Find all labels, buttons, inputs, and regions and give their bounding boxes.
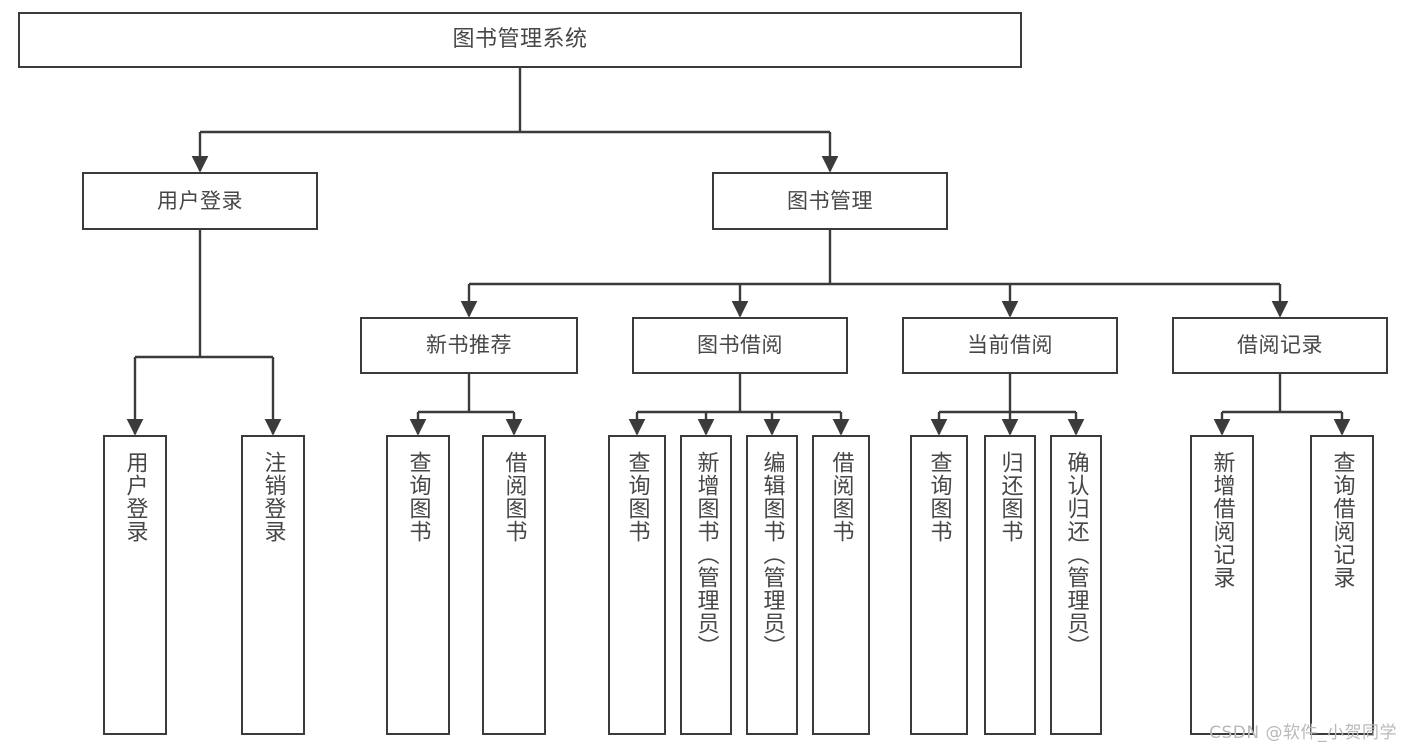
node-l-queryrec[interactable]: 查询借阅记录 bbox=[1310, 435, 1374, 735]
node-label: 注销登录 bbox=[260, 451, 286, 543]
node-label: 新增图书（管理员） bbox=[693, 451, 719, 658]
node-label: 图书管理 bbox=[787, 188, 873, 213]
node-label: 借阅图书 bbox=[501, 451, 527, 543]
node-label: 用户登录 bbox=[122, 451, 148, 543]
node-l-logout[interactable]: 注销登录 bbox=[241, 435, 305, 735]
node-label: 用户登录 bbox=[157, 188, 243, 213]
node-n-books[interactable]: 图书管理 bbox=[712, 172, 948, 230]
node-l-borrow2[interactable]: 借阅图书 bbox=[812, 435, 870, 735]
node-n-borrow[interactable]: 图书借阅 bbox=[632, 317, 848, 374]
node-l-query1[interactable]: 查询图书 bbox=[386, 435, 450, 735]
node-l-addrec[interactable]: 新增借阅记录 bbox=[1190, 435, 1254, 735]
node-n-newrec[interactable]: 新书推荐 bbox=[360, 317, 578, 374]
node-l-query2[interactable]: 查询图书 bbox=[608, 435, 666, 735]
node-label: 借阅图书 bbox=[828, 451, 854, 543]
node-label: 编辑图书（管理员） bbox=[759, 451, 785, 658]
node-n-current[interactable]: 当前借阅 bbox=[902, 317, 1118, 374]
node-l-confirm[interactable]: 确认归还（管理员） bbox=[1050, 435, 1102, 735]
node-label: 查询借阅记录 bbox=[1329, 451, 1355, 589]
node-label: 新书推荐 bbox=[426, 333, 512, 358]
node-label: 查询图书 bbox=[624, 451, 650, 543]
node-l-borrow1[interactable]: 借阅图书 bbox=[482, 435, 546, 735]
node-l-userlogin[interactable]: 用户登录 bbox=[103, 435, 167, 735]
node-label: 查询图书 bbox=[405, 451, 431, 543]
node-label: 归还图书 bbox=[997, 451, 1023, 543]
node-label: 确认归还（管理员） bbox=[1063, 451, 1089, 658]
node-root[interactable]: 图书管理系统 bbox=[18, 12, 1022, 68]
node-label: 新增借阅记录 bbox=[1209, 451, 1235, 589]
node-l-editbook[interactable]: 编辑图书（管理员） bbox=[746, 435, 798, 735]
node-l-addbook[interactable]: 新增图书（管理员） bbox=[680, 435, 732, 735]
node-label: 查询图书 bbox=[926, 451, 952, 543]
node-l-query3[interactable]: 查询图书 bbox=[910, 435, 968, 735]
node-n-login[interactable]: 用户登录 bbox=[82, 172, 318, 230]
watermark-text: CSDN @软件_小贺同学 bbox=[1209, 723, 1397, 743]
node-label: 图书管理系统 bbox=[452, 27, 588, 53]
node-label: 借阅记录 bbox=[1237, 333, 1323, 358]
node-l-return[interactable]: 归还图书 bbox=[984, 435, 1036, 735]
node-n-record[interactable]: 借阅记录 bbox=[1172, 317, 1388, 374]
node-label: 当前借阅 bbox=[967, 333, 1053, 358]
node-label: 图书借阅 bbox=[697, 333, 783, 358]
